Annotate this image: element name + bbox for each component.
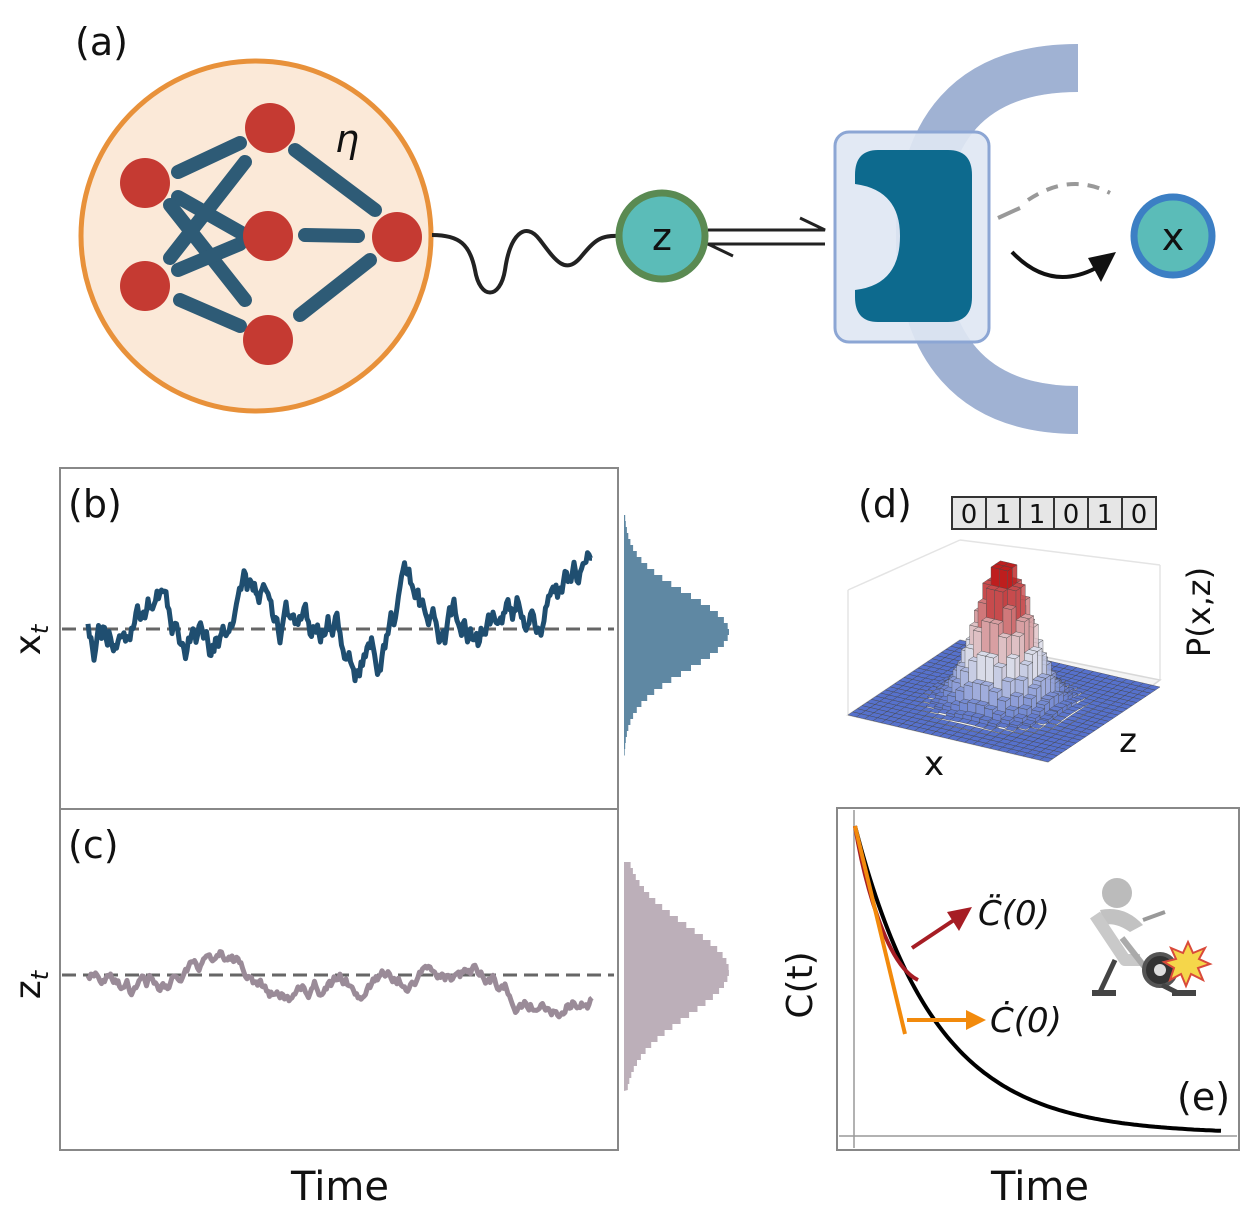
z-trace: [85, 949, 594, 1020]
panel-c-label: (c): [68, 823, 119, 867]
panel-a: (a) η z: [75, 20, 1216, 434]
panel-e: C̈(0) Ċ(0) C(t) Time (e): [780, 807, 1240, 1210]
bit-5: 0: [1131, 500, 1148, 530]
x-histogram: [624, 515, 729, 756]
time-xlabel-e: Time: [990, 1164, 1089, 1210]
x-node-label: x: [1162, 215, 1185, 259]
bit-3: 0: [1063, 500, 1080, 530]
first-derivative-line: [853, 825, 907, 1035]
first-derivative-label: Ċ(0): [990, 1000, 1062, 1041]
autocorrelation-curve: [853, 825, 1222, 1133]
network-nodes: [120, 103, 422, 365]
first-derivative-arrowhead: [966, 1010, 986, 1030]
panel-d-label: (d): [858, 482, 912, 526]
linker-tether: [431, 229, 621, 295]
panel-b-label: (b): [68, 482, 122, 526]
panels-bc: (b) (c) xt zt Time: [8, 467, 729, 1210]
catalysis-dashed-arc: [1026, 182, 1111, 202]
x-axis-ylabel: xt: [8, 623, 54, 655]
plot3d-box: [847, 539, 1161, 715]
panel-d: (d) 0 1 1 0 1 0 x z: [846, 482, 1218, 784]
e-ylabel: C(t): [780, 951, 821, 1018]
receptor-body: [855, 150, 972, 322]
x-node: [1130, 193, 1216, 279]
bit-4: 1: [1097, 500, 1114, 530]
second-derivative-arrowhead: [947, 907, 972, 931]
d-prob-label: P(x,z): [1180, 567, 1218, 657]
second-derivative-arrow: [910, 916, 959, 950]
time-xlabel-bc: Time: [290, 1164, 389, 1210]
d-z-label: z: [1119, 721, 1137, 761]
x-trace: [85, 550, 593, 684]
z-node: [615, 189, 709, 283]
bit-2: 1: [1029, 500, 1046, 530]
equilibrium-arrows: [707, 216, 826, 258]
z-histogram: [624, 862, 729, 1091]
eta-symbol: η: [335, 117, 359, 161]
bit-string: 0 1 1 0 1 0: [951, 496, 1157, 530]
exercise-bike-icon: [1090, 878, 1213, 996]
bit-1: 1: [995, 500, 1012, 530]
catalysis-tick: [997, 206, 1021, 220]
network-edges: [163, 136, 382, 333]
z-axis-ylabel: zt: [8, 969, 54, 999]
d-x-label: x: [924, 744, 944, 784]
joint-distribution-bars: [847, 560, 1161, 763]
catalysis-arc: [1010, 250, 1097, 279]
z-node-label: z: [652, 215, 672, 259]
bit-0: 0: [961, 500, 978, 530]
catalysis-arrowhead: [1088, 252, 1116, 282]
panel-a-label: (a): [75, 20, 128, 64]
frame-e: [836, 807, 1240, 1151]
second-derivative-label: C̈(0): [978, 894, 1050, 934]
panel-e-label: (e): [1177, 1075, 1230, 1119]
